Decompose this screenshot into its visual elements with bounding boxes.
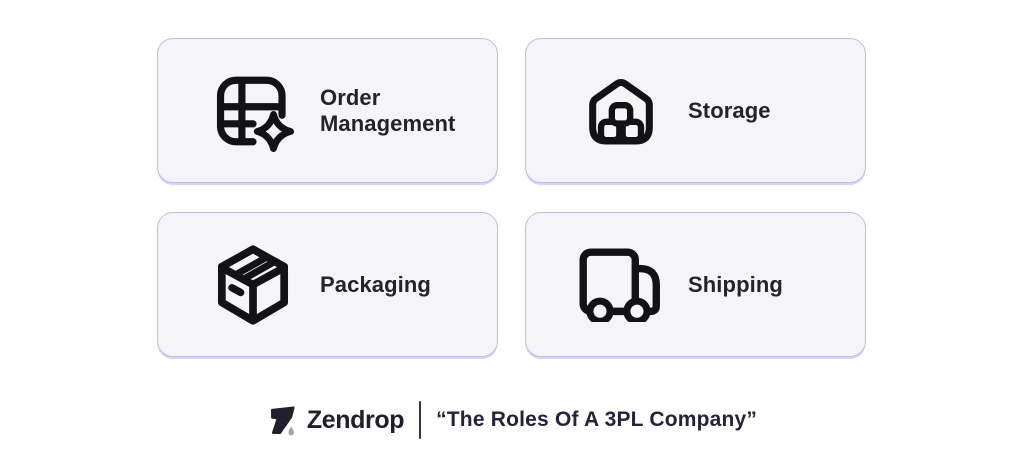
zendrop-logo-icon [267,404,298,436]
card-order-management: Order Management [157,38,498,183]
table-sparkle-icon [208,66,298,156]
card-shipping: Shipping [525,212,866,357]
warehouse-boxes-icon [576,66,666,156]
cards-grid: Order Management Storage [157,38,866,357]
footer-divider [419,401,422,439]
card-storage: Storage [525,38,866,183]
card-label-shipping: Shipping [688,271,783,297]
card-label-packaging: Packaging [320,271,431,297]
card-label-storage: Storage [688,97,771,123]
caption-text: “The Roles Of A 3PL Company” [436,408,758,431]
footer-branding: Zendrop “The Roles Of A 3PL Company” [0,397,1024,443]
card-packaging: Packaging [157,212,498,357]
package-box-icon [208,240,298,330]
card-label-order-management: Order Management [320,84,456,136]
delivery-truck-icon [576,240,666,330]
brand-name: Zendrop [306,405,405,434]
